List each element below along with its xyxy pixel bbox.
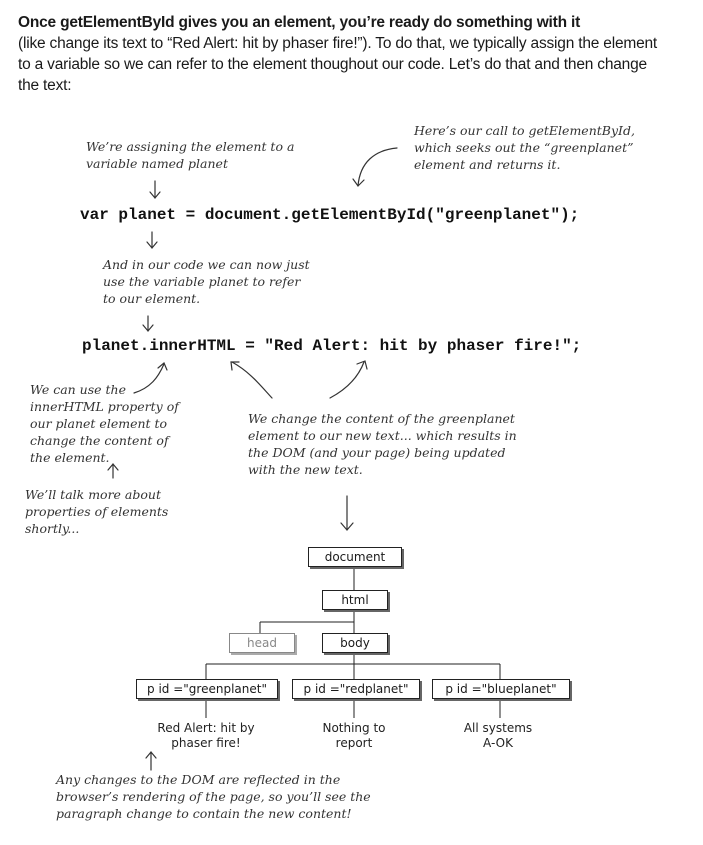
- dom-node-html: html: [322, 590, 388, 610]
- note-properties-later: We’ll talk more about properties of elem…: [25, 487, 169, 536]
- intro-paragraph: Once getElementById gives you an element…: [18, 12, 658, 96]
- arrow-change-left: [231, 361, 273, 399]
- dom-text-redplanet: Nothing to report: [322, 721, 386, 750]
- note-assign: We’re assigning the element to a variabl…: [86, 139, 295, 171]
- dom-node-p-redplanet: p id ="redplanet": [292, 679, 420, 699]
- intro-body: (like change its text to “Red Alert: hit…: [18, 35, 658, 94]
- arrow-innerhtml: [133, 363, 165, 394]
- dom-text-blueplanet: All systems A-OK: [463, 721, 533, 750]
- arrow-change-right: [329, 361, 365, 399]
- dom-node-head: head: [229, 633, 295, 653]
- note-change-content: We change the content of the greenplanet…: [248, 411, 517, 477]
- code-line-innerhtml: planet.innerHTML = "Red Alert: hit by ph…: [82, 337, 582, 355]
- code-line-var-planet: var planet = document.getElementById("gr…: [80, 206, 580, 224]
- note-dom-reflected: Any changes to the DOM are reflected in …: [56, 772, 371, 821]
- intro-lead: Once getElementById gives you an element…: [18, 14, 581, 31]
- arrow-call: [357, 147, 398, 187]
- dom-node-p-blueplanet: p id ="blueplanet": [432, 679, 570, 699]
- dom-node-body: body: [322, 633, 388, 653]
- dom-text-greenplanet: Red Alert: hit by phaser fire!: [157, 721, 255, 750]
- note-innerhtml-property: We can use the innerHTML property of our…: [30, 382, 179, 465]
- dom-node-p-greenplanet: p id ="greenplanet": [136, 679, 278, 699]
- note-use-variable: And in our code we can now just use the …: [103, 257, 310, 306]
- dom-node-document: document: [308, 547, 402, 567]
- note-getelementbyid-call: Here’s our call to getElementById, which…: [414, 123, 635, 172]
